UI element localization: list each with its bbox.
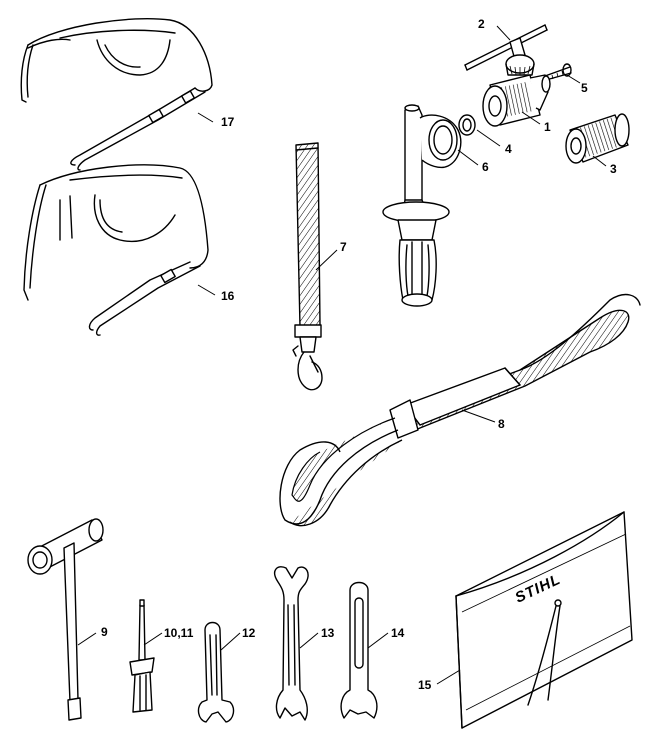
callout-14: 14: [391, 626, 405, 640]
leader-lines: [77, 25, 607, 685]
callout-8: 8: [498, 417, 505, 431]
drill-chuck-1: [482, 74, 551, 127]
callout-2: 2: [478, 17, 485, 31]
wrench-14: [340, 581, 378, 719]
callout-3: 3: [610, 162, 617, 176]
callout-4: 4: [505, 142, 512, 156]
carrying-strap-7: [292, 142, 323, 391]
callout-6: 6: [482, 160, 489, 174]
callout-10-11: 10,11: [164, 626, 194, 640]
combination-wrench-9: [27, 518, 104, 721]
callout-labels: 2 5 1 4 3 6 7 8 17 16 9 10,11 12 13 14 1…: [101, 17, 617, 692]
wrench-13: [274, 566, 309, 721]
quick-chuck-3: [565, 113, 630, 164]
callout-5: 5: [581, 81, 588, 95]
callout-1: 1: [544, 120, 551, 134]
auxiliary-handle-6: [382, 104, 462, 307]
callout-9: 9: [101, 625, 108, 639]
callout-13: 13: [321, 626, 335, 640]
harness-strap-8: [279, 293, 641, 527]
wrench-12: [197, 621, 235, 723]
screwdriver-10-11: [129, 599, 155, 713]
ring-4: [458, 114, 476, 136]
callout-16: 16: [221, 289, 235, 303]
safety-glasses-17: [20, 18, 213, 171]
callout-17: 17: [221, 115, 235, 129]
tool-bag-15: STIHL: [455, 511, 633, 729]
callout-12: 12: [242, 626, 256, 640]
callout-7: 7: [340, 240, 347, 254]
safety-glasses-16: [23, 164, 209, 336]
callout-15: 15: [418, 678, 432, 692]
chuck-key-2: [464, 24, 548, 76]
